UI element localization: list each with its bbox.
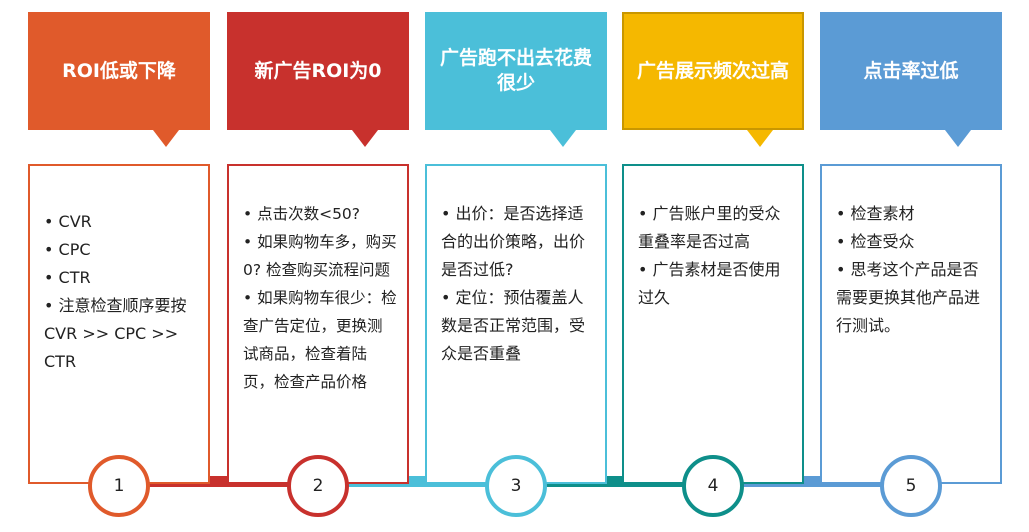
step-number: 3 bbox=[510, 476, 522, 496]
column-title: 广告跑不出去花费很少 bbox=[439, 47, 592, 94]
column-4: 广告展示频次过高 广告账户里的受众重叠率是否过高 广告素材是否使用过久 4 bbox=[622, 12, 804, 517]
column-2: 新广告ROI为0 点击次数<50? 如果购物车多，购买0? 检查购买流程问题 如… bbox=[227, 12, 409, 517]
step-number: 2 bbox=[312, 476, 324, 496]
checklist: 广告账户里的受众重叠率是否过高 广告素材是否使用过久 bbox=[638, 200, 792, 312]
list-item: 定位：预估覆盖人数是否正常范围，受众是否重叠 bbox=[441, 284, 595, 368]
list-item: 思考这个产品是否需要更换其他产品进行测试。 bbox=[836, 256, 990, 340]
detail-card: CVR CPC CTR 注意检查顺序要按CVR >> CPC >> CTR bbox=[28, 164, 210, 484]
list-item: 如果购物车多，购买0? 检查购买流程问题 bbox=[243, 228, 397, 284]
pointer-arrow bbox=[550, 130, 576, 147]
pointer-arrow bbox=[352, 130, 378, 147]
detail-card: 广告账户里的受众重叠率是否过高 广告素材是否使用过久 bbox=[622, 164, 804, 484]
connector-segment-2 bbox=[318, 476, 516, 487]
column-1: ROI低或下降 CVR CPC CTR 注意检查顺序要按CVR >> CPC >… bbox=[28, 12, 210, 517]
step-number-circle: 4 bbox=[682, 455, 744, 517]
checklist: CVR CPC CTR 注意检查顺序要按CVR >> CPC >> CTR bbox=[44, 208, 198, 376]
step-number: 1 bbox=[113, 476, 125, 496]
step-number-circle: 5 bbox=[880, 455, 942, 517]
pointer-arrow bbox=[945, 130, 971, 147]
checklist: 出价：是否选择适合的出价策略，出价是否过低? 定位：预估覆盖人数是否正常范围，受… bbox=[441, 200, 595, 368]
detail-card: 点击次数<50? 如果购物车多，购买0? 检查购买流程问题 如果购物车很少：检查… bbox=[227, 164, 409, 484]
checklist: 检查素材 检查受众 思考这个产品是否需要更换其他产品进行测试。 bbox=[836, 200, 990, 340]
list-item: 点击次数<50? bbox=[243, 200, 397, 228]
list-item: CVR bbox=[44, 208, 198, 236]
list-item: 检查素材 bbox=[836, 200, 990, 228]
pointer-arrow bbox=[153, 130, 179, 147]
column-5: 点击率过低 检查素材 检查受众 思考这个产品是否需要更换其他产品进行测试。 5 bbox=[820, 12, 1002, 517]
step-number: 5 bbox=[905, 476, 917, 496]
list-item: 出价：是否选择适合的出价策略，出价是否过低? bbox=[441, 200, 595, 284]
connector-segment-3 bbox=[516, 476, 714, 487]
column-title: 新广告ROI为0 bbox=[254, 59, 382, 82]
column-header: 广告展示频次过高 bbox=[622, 12, 804, 130]
list-item: 广告素材是否使用过久 bbox=[638, 256, 792, 312]
list-item: 如果购物车很少：检查广告定位，更换测试商品，检查着陆页，检查产品价格 bbox=[243, 284, 397, 396]
list-item: CTR bbox=[44, 264, 198, 292]
step-number-circle: 2 bbox=[287, 455, 349, 517]
column-title: ROI低或下降 bbox=[62, 59, 176, 82]
list-item: 广告账户里的受众重叠率是否过高 bbox=[638, 200, 792, 256]
column-header: 广告跑不出去花费很少 bbox=[425, 12, 607, 130]
column-title: 点击率过低 bbox=[863, 59, 959, 82]
step-number-circle: 1 bbox=[88, 455, 150, 517]
step-number-circle: 3 bbox=[485, 455, 547, 517]
list-item: CPC bbox=[44, 236, 198, 264]
list-item: 检查受众 bbox=[836, 228, 990, 256]
detail-card: 出价：是否选择适合的出价策略，出价是否过低? 定位：预估覆盖人数是否正常范围，受… bbox=[425, 164, 607, 484]
column-header: ROI低或下降 bbox=[28, 12, 210, 130]
detail-card: 检查素材 检查受众 思考这个产品是否需要更换其他产品进行测试。 bbox=[820, 164, 1002, 484]
checklist: 点击次数<50? 如果购物车多，购买0? 检查购买流程问题 如果购物车很少：检查… bbox=[243, 200, 397, 396]
step-number: 4 bbox=[707, 476, 719, 496]
column-header: 新广告ROI为0 bbox=[227, 12, 409, 130]
connector-segment-4 bbox=[714, 476, 912, 487]
column-3: 广告跑不出去花费很少 出价：是否选择适合的出价策略，出价是否过低? 定位：预估覆… bbox=[425, 12, 607, 517]
connector-segment-1 bbox=[118, 476, 318, 487]
column-header: 点击率过低 bbox=[820, 12, 1002, 130]
list-item: 注意检查顺序要按CVR >> CPC >> CTR bbox=[44, 292, 198, 376]
column-title: 广告展示频次过高 bbox=[636, 59, 789, 82]
pointer-arrow bbox=[747, 130, 773, 147]
